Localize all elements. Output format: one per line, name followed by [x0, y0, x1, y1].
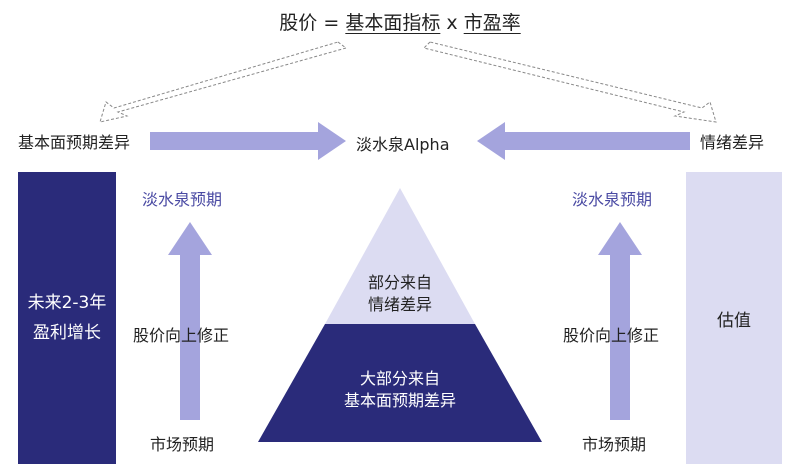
arrow-left-to-center — [477, 122, 690, 160]
pyramid-bottom-line2: 基本面预期差异 — [343, 391, 456, 410]
pyramid-top-line1: 部分来自 — [367, 273, 432, 292]
left-bottom-label: 市场预期 — [150, 435, 215, 454]
formula-times: x — [446, 12, 458, 34]
dashed-arrow-right — [423, 41, 717, 123]
pyramid-top-text: 部分来自 情绪差异 — [330, 272, 470, 316]
right-mid-label: 股价向上修正 — [563, 326, 660, 345]
pyramid-bottom — [258, 324, 542, 442]
pyramid-bottom-line1: 大部分来自 — [359, 369, 440, 388]
box-earnings-growth: 未来2-3年 盈利增长 — [18, 172, 116, 464]
label-alpha: 淡水泉Alpha — [356, 135, 450, 154]
left-top-label: 淡水泉预期 — [142, 190, 223, 209]
right-top-label: 淡水泉预期 — [572, 190, 653, 209]
arrow-right-to-center — [150, 122, 346, 160]
pyramid-top — [325, 188, 475, 324]
label-sentiment-diff: 情绪差异 — [700, 133, 765, 152]
left-mid-label: 股价向上修正 — [133, 326, 230, 345]
label-fundamental-diff: 基本面预期差异 — [18, 133, 131, 152]
box-earnings-line1: 未来2-3年 — [27, 293, 107, 313]
formula-lhs: 股价 — [279, 12, 318, 34]
box-valuation-label: 估值 — [717, 310, 751, 331]
box-earnings-line2: 盈利增长 — [33, 323, 101, 343]
box-valuation: 估值 — [686, 172, 782, 464]
arrow-up-right — [598, 222, 642, 420]
formula: 股价 = 基本面指标 x 市盈率 — [0, 8, 800, 35]
dashed-arrow-left — [99, 41, 348, 123]
right-bottom-label: 市场预期 — [582, 435, 647, 454]
pyramid-bottom-text: 大部分来自 基本面预期差异 — [300, 368, 500, 412]
arrow-up-left — [168, 222, 212, 420]
formula-term-pe: 市盈率 — [463, 12, 521, 34]
pyramid-top-line2: 情绪差异 — [367, 295, 432, 314]
formula-term-fundamentals: 基本面指标 — [345, 12, 441, 34]
formula-equals: = — [323, 12, 340, 34]
